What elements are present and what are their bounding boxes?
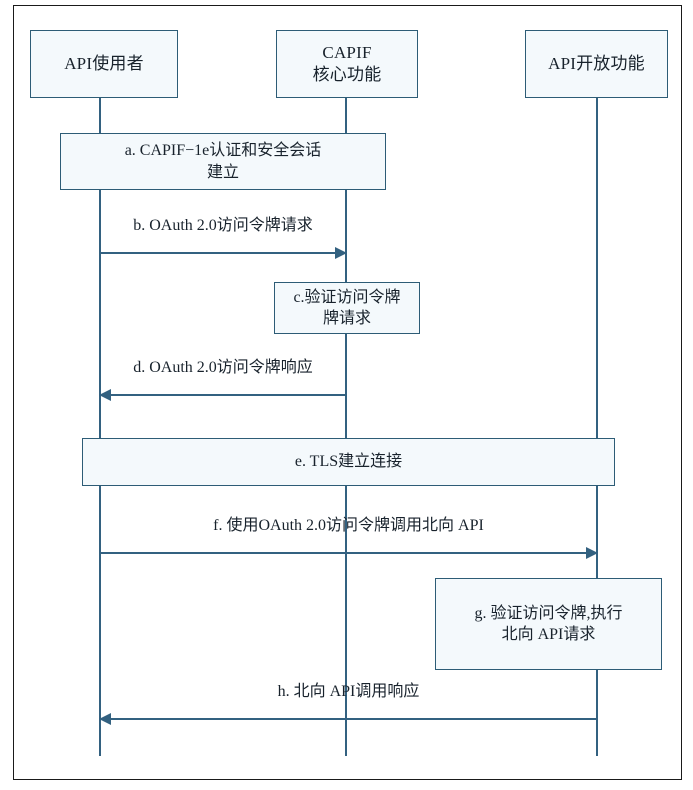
step-label-g: g. 验证访问令牌,执行 北向 API请求 xyxy=(474,604,623,643)
step-label-e: e. TLS建立连接 xyxy=(294,453,403,471)
lifeline-api-invoker xyxy=(99,98,101,756)
step-box-a[interactable]: a. CAPIF−1e认证和安全会话 建立 xyxy=(60,133,386,190)
message-label-h: h. 北向 API调用响应 xyxy=(277,683,420,700)
message-f[interactable]: f. 使用OAuth 2.0访问令牌调用北向 API xyxy=(100,516,598,560)
actor-label-capif-core: CAPIF 核心功能 xyxy=(312,43,382,84)
step-label-c: c.验证访问令牌 牌请求 xyxy=(293,288,401,327)
message-b[interactable]: b. OAuth 2.0访问令牌请求 xyxy=(100,216,347,260)
message-line-h xyxy=(100,718,597,720)
arrowhead-left-icon-d xyxy=(99,389,111,402)
message-label-d: d. OAuth 2.0访问令牌响应 xyxy=(133,359,313,376)
message-label-f: f. 使用OAuth 2.0访问令牌调用北向 API xyxy=(213,517,484,534)
message-line-b xyxy=(100,252,346,254)
step-box-e[interactable]: e. TLS建立连接 xyxy=(82,438,615,486)
actor-label-api-invoker: API使用者 xyxy=(64,54,144,74)
message-h[interactable]: h. 北向 API调用响应 xyxy=(99,682,597,726)
step-label-a: a. CAPIF−1e认证和安全会话 建立 xyxy=(124,142,322,181)
message-line-f xyxy=(100,552,597,554)
step-box-g[interactable]: g. 验证访问令牌,执行 北向 API请求 xyxy=(435,578,662,670)
arrowhead-right-icon-b xyxy=(335,247,347,260)
actor-label-api-exposing: API开放功能 xyxy=(548,54,645,74)
step-box-c[interactable]: c.验证访问令牌 牌请求 xyxy=(274,282,420,334)
lifeline-capif-core xyxy=(345,98,347,756)
actor-box-api-invoker[interactable]: API使用者 xyxy=(30,30,178,98)
message-line-d xyxy=(100,394,346,396)
message-d[interactable]: d. OAuth 2.0访问令牌响应 xyxy=(99,358,346,402)
actor-box-api-exposing[interactable]: API开放功能 xyxy=(525,30,668,98)
message-label-b: b. OAuth 2.0访问令牌请求 xyxy=(133,217,313,234)
arrowhead-left-icon-h xyxy=(99,713,111,726)
actor-box-capif-core[interactable]: CAPIF 核心功能 xyxy=(276,30,418,98)
lifeline-api-exposing xyxy=(596,98,598,756)
arrowhead-right-icon-f xyxy=(586,547,598,560)
